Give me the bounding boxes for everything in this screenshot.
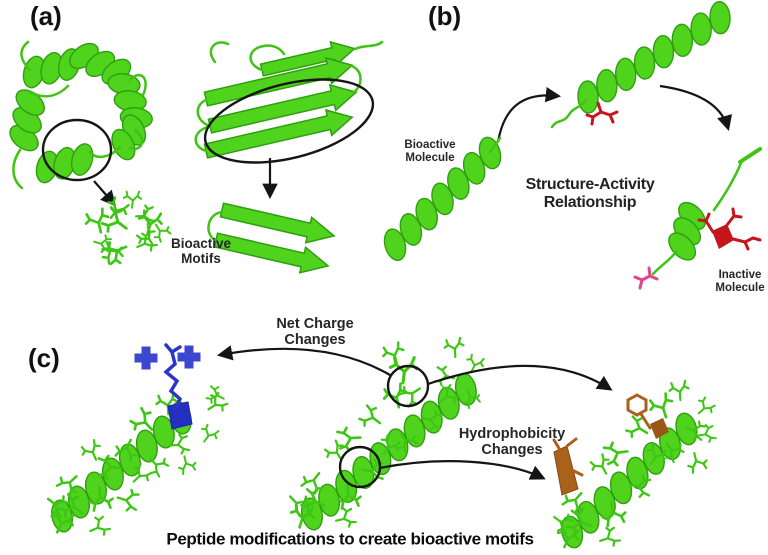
net-charge-line2: Changes: [284, 332, 346, 348]
plus-icon: [134, 346, 158, 370]
beta-sheet-loops: [194, 40, 384, 153]
red-mutation-patch: [712, 224, 734, 249]
bioactive-molecule-line1: Bioactive: [404, 139, 456, 152]
inactive-molecule-line1: Inactive: [718, 269, 762, 282]
hydrophobicity-line1: Hydrophobicity: [458, 425, 566, 442]
inactive-molecule-structure: [633, 147, 762, 290]
inactive-molecule-label: Inactive Molecule: [715, 269, 764, 295]
right-peptide-structure: [546, 379, 718, 555]
blue-residue-chain: [163, 343, 183, 410]
hydrophobicity-line2: Changes: [481, 442, 543, 458]
motif-circle-annotation-a: [41, 118, 113, 182]
figure-caption: Peptide modifications to create bioactiv…: [166, 529, 534, 549]
panel-b-label: (b): [428, 1, 462, 31]
helix-bundle-protein: [1, 31, 161, 190]
arrow-intermediate-to-inactive: [659, 84, 733, 131]
arrow-bioactive-to-intermediate: [496, 86, 562, 143]
structure-activity-label: Structure-Activity Relationship: [526, 176, 655, 212]
panel-a-label: (a): [30, 1, 62, 31]
left-peptide-structure: [36, 343, 230, 542]
arrow-to-lower-hydrophobic-residue: [379, 460, 546, 480]
pink-terminal-stick: [633, 266, 659, 290]
arrow-to-helix-motif: [93, 180, 117, 207]
arrow-to-positive-charges: [216, 345, 391, 376]
bioactive-motifs-line2: Motifs: [181, 251, 221, 266]
blue-residue-patch: [167, 401, 193, 430]
brown-hydrophobic-wedge: [650, 418, 669, 439]
arrow-to-top-hydrophobic-residue: [427, 364, 613, 391]
sar-line2: Relationship: [543, 194, 637, 211]
brown-hydrophobic-ring: [626, 393, 652, 430]
bioactive-motifs-line1: Bioactive: [170, 235, 232, 251]
net-charge-label: Net Charge Changes: [276, 316, 353, 348]
net-charge-circle-annotation: [386, 364, 430, 408]
motif-ellipse-annotation-a: [203, 78, 375, 164]
intermediate-helix: [550, 0, 745, 129]
sar-line1: Structure-Activity: [525, 176, 655, 194]
red-residue-stick: [585, 101, 619, 126]
helix-stick-motif: [81, 190, 174, 269]
beta-sheet: [202, 36, 360, 165]
panel-c-label: (c): [28, 343, 60, 373]
net-charge-line1: Net Charge: [276, 315, 354, 332]
plus-icon: [177, 345, 201, 369]
bioactive-molecule-line2: Molecule: [405, 152, 455, 164]
inactive-molecule-line2: Molecule: [715, 282, 765, 294]
red-mutation-sticks: [697, 207, 762, 251]
hydrophobicity-label: Hydrophobicity Changes: [459, 426, 565, 458]
brown-hydrophobic-blade: [553, 445, 579, 496]
beta-hairpin-motif: [207, 196, 338, 280]
bioactive-helix: [369, 127, 516, 271]
bioactive-motifs-label: Bioactive Motifs: [171, 236, 231, 266]
bioactive-molecule-label: Bioactive Molecule: [404, 139, 455, 165]
